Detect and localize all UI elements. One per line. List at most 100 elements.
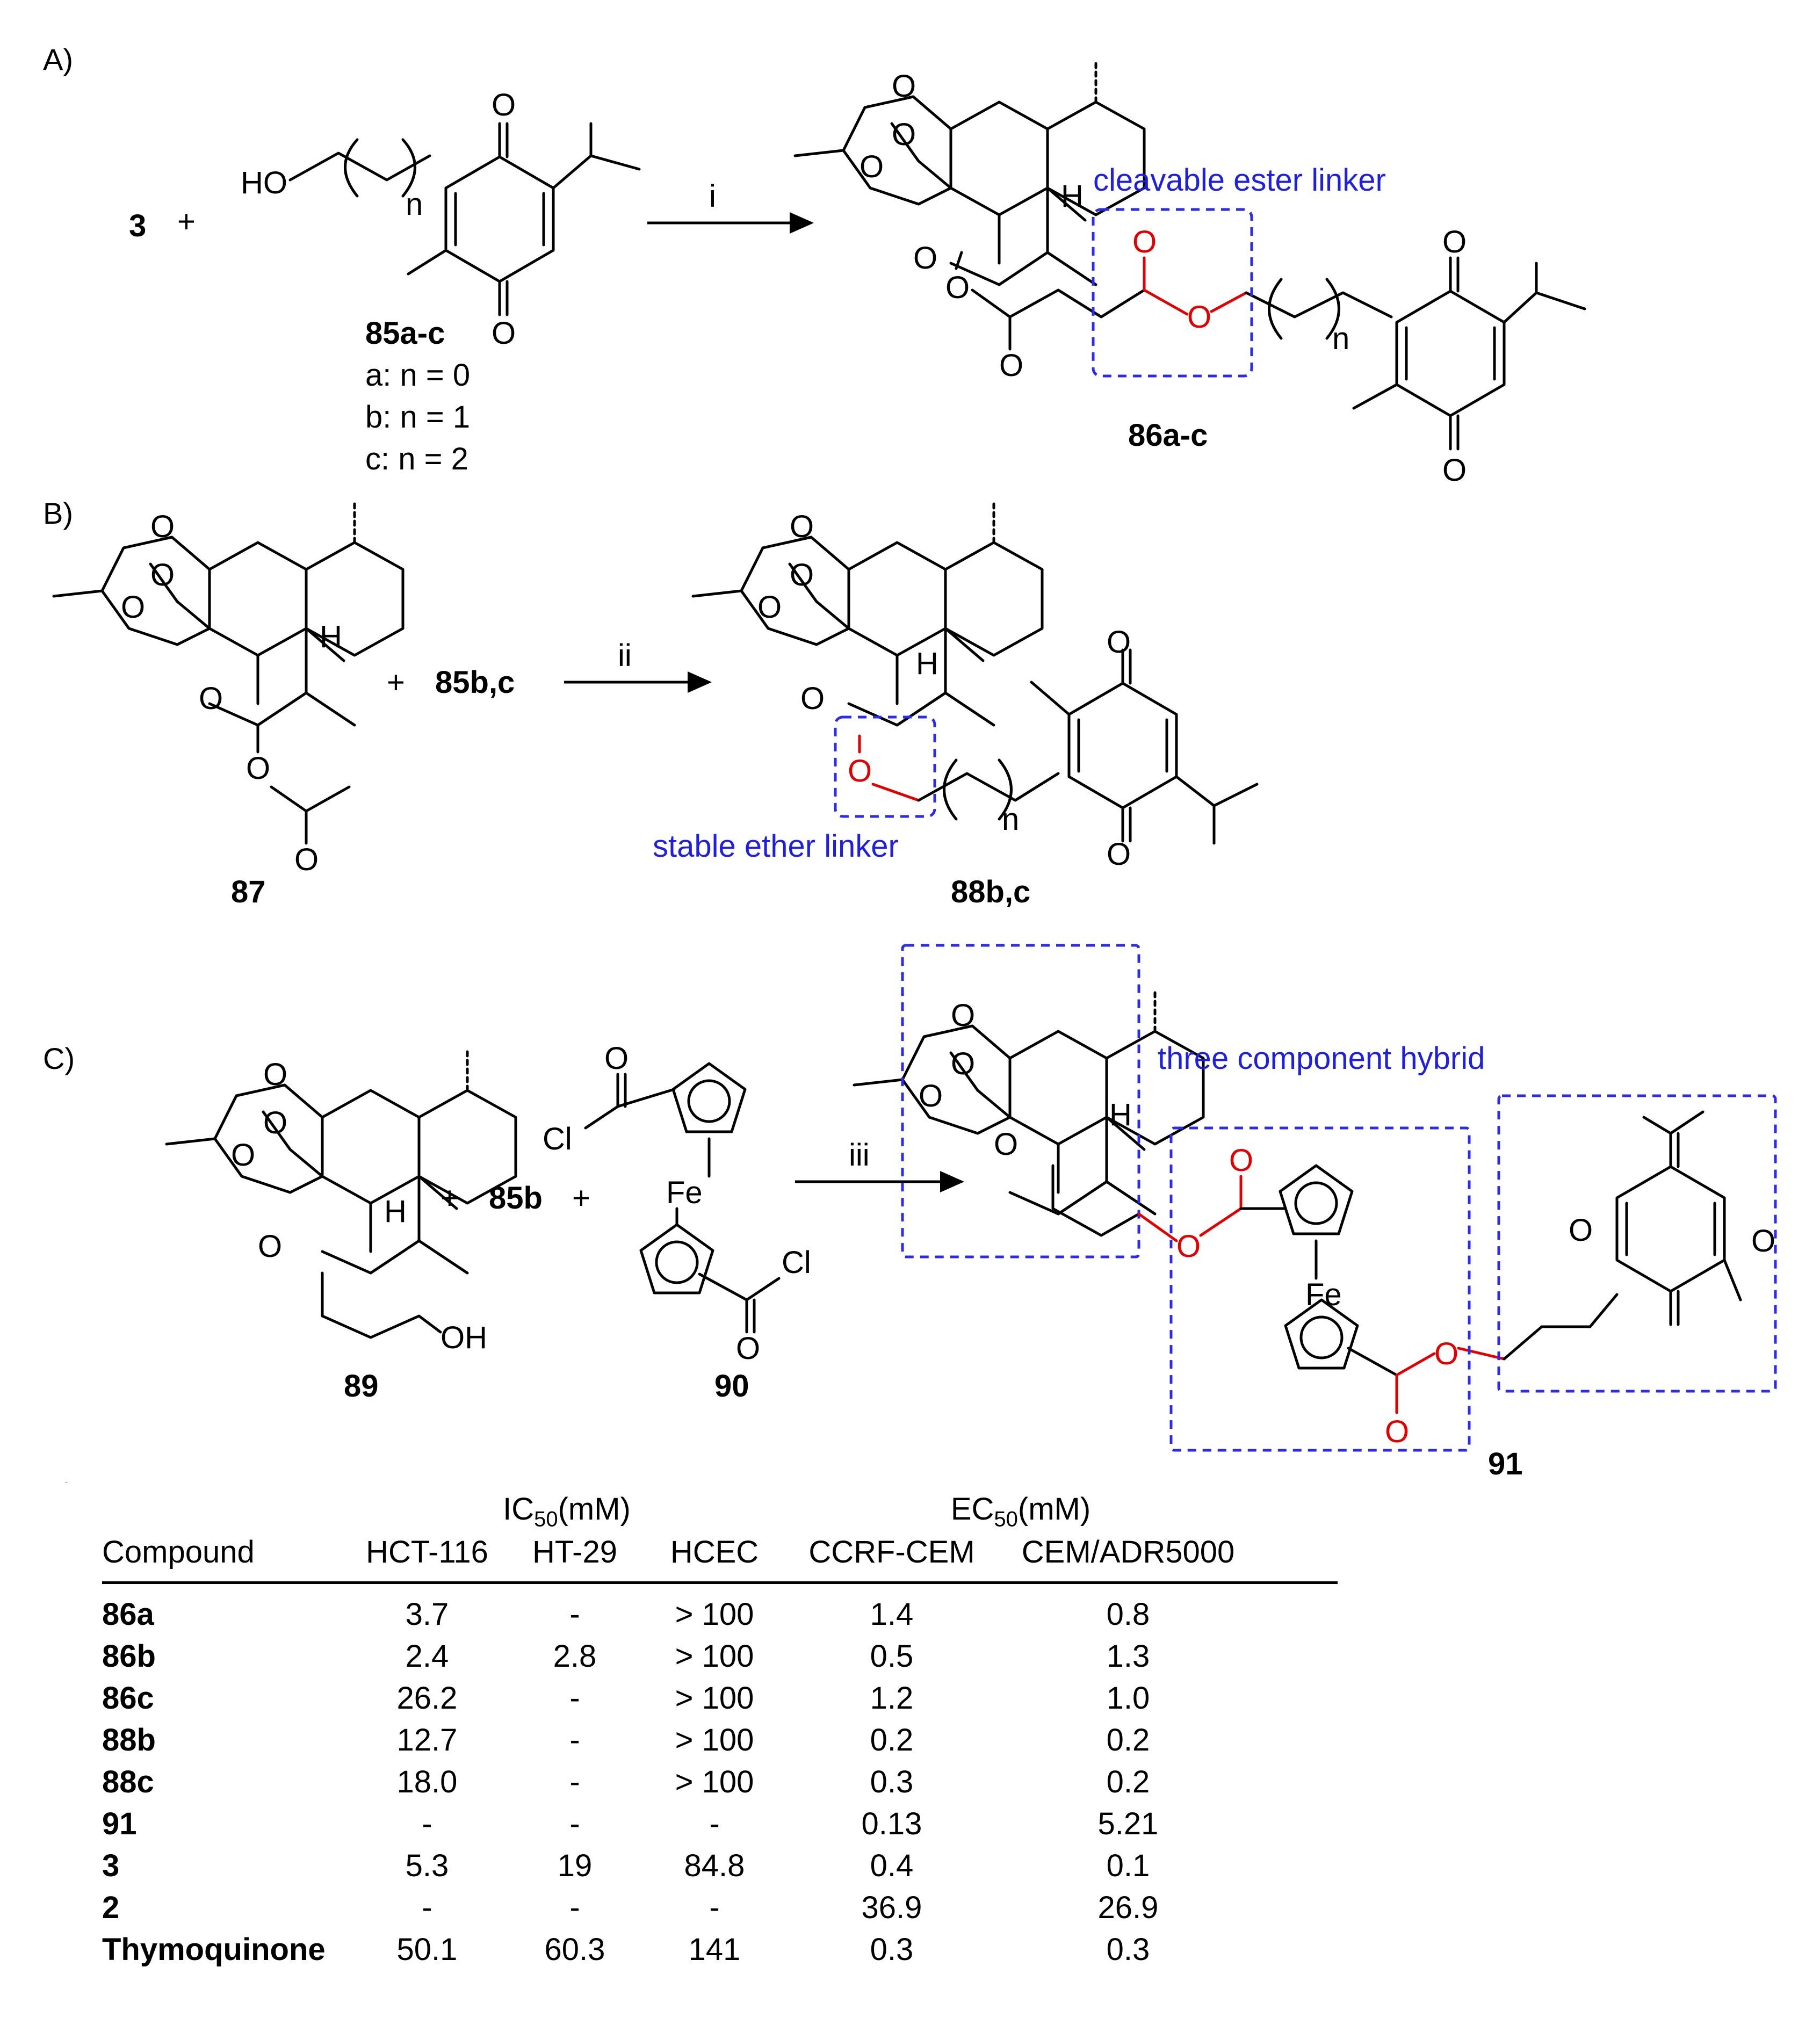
compound-cell: 2: [102, 1890, 120, 1925]
chloride-1-90: Cl: [543, 1122, 572, 1156]
ec50-label: EC: [950, 1492, 994, 1527]
quinone-oxygen-top-88: O: [1107, 625, 1131, 660]
ester-oxygen-2: O: [1187, 300, 1211, 335]
value-cell: -: [709, 1890, 720, 1925]
compound-89-label: 89: [344, 1369, 379, 1404]
value-cell: 60.3: [544, 1932, 605, 1967]
isopropyl-branch-86: [1535, 291, 1586, 310]
variant-a: a: n = 0: [365, 358, 470, 393]
artemisinin-core-91: [854, 988, 1203, 1214]
value-cell: 0.2: [1106, 1723, 1150, 1758]
step-ii-label: ii: [618, 638, 632, 673]
isopropyl-branch-91: [1669, 1110, 1705, 1135]
succinate-chain: [971, 288, 1146, 319]
value-cell: -: [569, 1890, 580, 1925]
repeat-bracket-right-86: [1325, 278, 1340, 340]
compound-cell: Thymoquinone: [102, 1932, 326, 1967]
acyl-oxygen-2-90: O: [736, 1331, 760, 1366]
peroxide-o2-87: O: [150, 558, 175, 592]
value-cell: 0.3: [870, 1764, 914, 1799]
value-cell: > 100: [675, 1681, 754, 1716]
value-cell: -: [569, 1806, 580, 1841]
value-cell: 84.8: [684, 1848, 745, 1883]
repeat-n-86: n: [1332, 321, 1349, 356]
value-cell: 19: [557, 1848, 593, 1883]
acyl-oxygen-1-90: O: [604, 1041, 629, 1076]
propanol-chain: [321, 1271, 442, 1339]
thymoquinone-ring-88: [1069, 650, 1176, 841]
table-column-header: Compound HCT-116 HT-29 HCEC CCRF-CEM CEM…: [102, 1531, 1338, 1574]
ec50-group-header: EC50(mM): [784, 1488, 1257, 1531]
h-label-89: H: [384, 1194, 407, 1229]
cytotoxicity-table: IC50(mM) EC50(mM) Compound HCT-116 HT-29…: [102, 1488, 1338, 1971]
hydroxyl-label: HO: [241, 165, 287, 200]
quinone-oxygen-top-86: O: [1442, 225, 1467, 259]
panel-label-c: C): [43, 1042, 75, 1075]
value-cell: 0.2: [1106, 1764, 1150, 1799]
ester-linkage-red-2: [1210, 291, 1248, 313]
value-cell: -: [569, 1681, 580, 1716]
reagent-85b-label: 85b: [489, 1181, 543, 1216]
panel-label-b: B): [43, 496, 73, 530]
step-iii-label: iii: [849, 1138, 870, 1173]
value-cell: 0.13: [861, 1806, 922, 1841]
value-cell: 1.0: [1106, 1681, 1150, 1716]
quinone-oxygen-bottom-86: O: [1442, 453, 1467, 488]
value-cell: 0.5: [870, 1639, 914, 1674]
ester-oxygen-1: O: [945, 270, 970, 305]
alkyl-chain: [288, 151, 431, 182]
value-cell: > 100: [675, 1639, 754, 1674]
value-cell: > 100: [675, 1723, 754, 1758]
repeat-bracket-left: [344, 138, 359, 198]
ic50-label: IC: [503, 1492, 535, 1527]
chain-88: [917, 772, 1060, 802]
acetal-oxygen-89: O: [258, 1229, 282, 1264]
value-cell: -: [422, 1890, 432, 1925]
thymoquinone-component-box: [1497, 1094, 1777, 1393]
reagent-85-label: 85a-c: [365, 316, 445, 351]
compound-cell: 86c: [102, 1681, 154, 1716]
value-cell: 50.1: [396, 1932, 458, 1967]
acetal-oxygen-87: O: [199, 681, 223, 716]
isopropyl-bond: [552, 122, 593, 190]
compound-cell: 86b: [102, 1639, 156, 1674]
hydroxyl-89: OH: [440, 1320, 487, 1355]
quinone-oxygen-left-91: O: [1569, 1213, 1593, 1248]
ic50-unit: (mM): [558, 1492, 631, 1527]
section-c: O O O O H OH 89 + 85b + Fe O Cl O Cl: [167, 944, 1777, 1481]
value-cell: 0.3: [870, 1932, 914, 1967]
peroxide-o1: O: [892, 69, 916, 104]
acetate-oxygen: O: [246, 751, 270, 786]
ester-red-2: [1199, 1207, 1243, 1237]
product-88-label: 88b,c: [951, 874, 1030, 909]
ferrocene-component-box: [1169, 1126, 1471, 1452]
table-rule: [102, 1581, 1338, 1584]
value-cell: 2.4: [405, 1639, 449, 1674]
ring-oxygen-91: O: [919, 1079, 943, 1113]
value-cell: 18.0: [396, 1764, 458, 1799]
value-cell: 26.2: [396, 1681, 458, 1716]
value-cell: > 100: [675, 1597, 754, 1632]
repeat-bracket-right-88: [998, 758, 1013, 821]
value-cell: 5.3: [405, 1848, 449, 1883]
value-cell: > 100: [675, 1764, 754, 1799]
peroxide-o2: O: [892, 117, 916, 152]
plus-sign-b: +: [387, 665, 405, 700]
acetal-oxygen: O: [913, 241, 937, 276]
compound-87-label: 87: [231, 874, 266, 909]
ester-oxygen-91b: O: [1434, 1336, 1458, 1371]
thymoquinone-ring: [446, 124, 553, 315]
carbonyl-oxygen-bottom: O: [492, 316, 516, 351]
value-cell: 0.2: [870, 1723, 914, 1758]
col-ht29: HT-29: [532, 1535, 617, 1570]
h-label-86: H: [1061, 179, 1084, 214]
methyl-88: [1030, 681, 1071, 716]
methyl-bond: [407, 249, 447, 276]
